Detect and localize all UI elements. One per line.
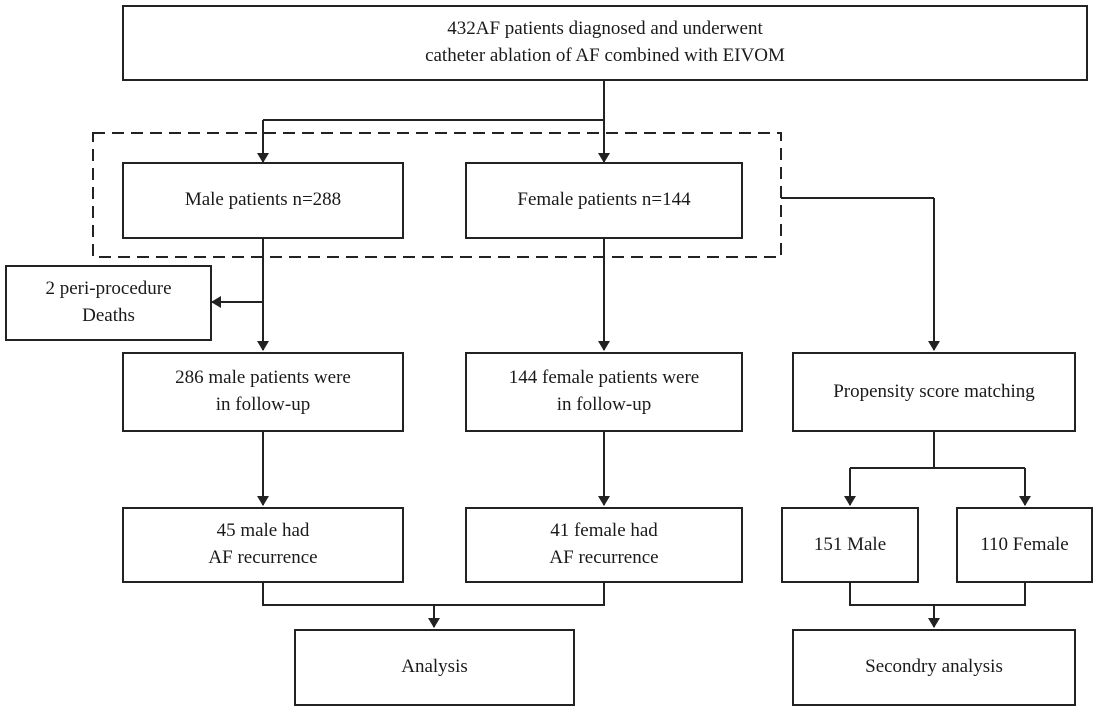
psm-male-label: 151 Male: [813, 533, 887, 555]
psm-female-box: 110 Female: [956, 507, 1093, 583]
psm-male-box: 151 Male: [781, 507, 919, 583]
analysis-label: Analysis: [401, 656, 468, 678]
female-recurrence-box: 41 female had AF recurrence: [465, 507, 743, 583]
cohort-line-1: 432AF patients diagnosed and underwent: [447, 18, 763, 40]
male-box: Male patients n=288: [122, 162, 404, 239]
analysis-box: Analysis: [294, 629, 575, 706]
deaths-line-1: 2 peri-procedure: [45, 278, 172, 300]
psm-box: Propensity score matching: [792, 352, 1076, 432]
female-recurrence-line-1: 41 female had: [550, 520, 658, 542]
cohort-line-2: catheter ablation of AF combined with EI…: [425, 45, 785, 66]
female-box: Female patients n=144: [465, 162, 743, 239]
male-recurrence-line-1: 45 male had: [216, 520, 310, 542]
female-followup-box: 144 female patients were in follow-up: [465, 352, 743, 432]
psm-female-label: 110 Female: [980, 533, 1069, 555]
deaths-box: 2 peri-procedure Deaths: [5, 265, 212, 341]
female-label: Female patients n=144: [517, 189, 691, 211]
male-followup-box: 286 male patients were in follow-up: [122, 352, 404, 432]
secondary-analysis-box: Secondry analysis: [792, 629, 1076, 706]
secondary-analysis-label: Secondry analysis: [865, 656, 1003, 678]
sex-group-outline: [92, 132, 782, 258]
cohort-box: 432AF patients diagnosed and underwent c…: [122, 5, 1088, 81]
connector-psm-merge: [849, 583, 1026, 606]
male-recurrence-box: 45 male had AF recurrence: [122, 507, 404, 583]
female-followup-line-1: 144 female patients were: [508, 367, 700, 389]
female-recurrence-line-2: AF recurrence: [549, 547, 659, 568]
male-followup-line-2: in follow-up: [215, 394, 311, 415]
female-followup-line-2: in follow-up: [556, 394, 652, 415]
deaths-line-2: Deaths: [82, 305, 135, 326]
psm-label: Propensity score matching: [833, 380, 1035, 402]
male-recurrence-line-2: AF recurrence: [208, 547, 318, 568]
male-label: Male patients n=288: [184, 189, 342, 211]
male-followup-line-1: 286 male patients were: [175, 367, 351, 389]
connector-recurrence-merge: [262, 583, 605, 606]
